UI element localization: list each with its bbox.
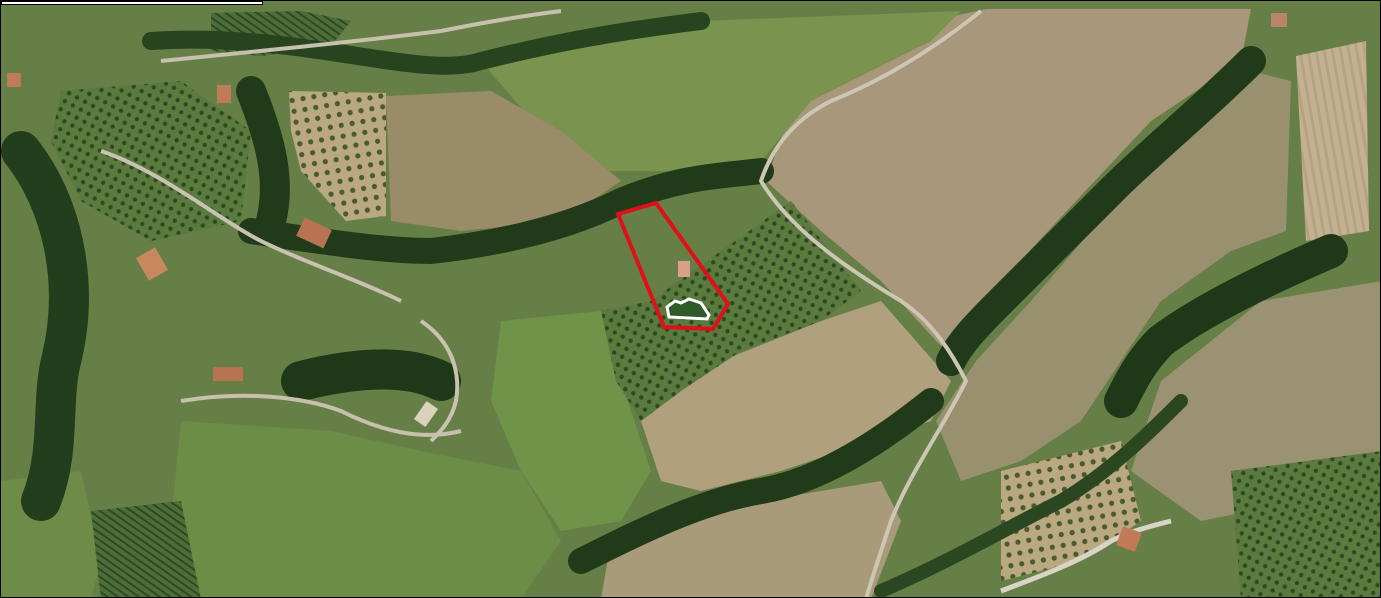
roof-farm <box>678 261 690 277</box>
tree-row-far-east <box>1104 234 1348 418</box>
woodland-southwest <box>281 349 461 401</box>
tree-row-south <box>568 388 944 574</box>
tree-row-north <box>142 12 710 75</box>
dry-field-east <box>936 71 1291 481</box>
woodland-west <box>1 131 89 521</box>
vineyard-southwest <box>91 501 201 597</box>
tree-row-southeast <box>874 394 1188 597</box>
tree-row-center <box>238 158 774 265</box>
roof-west-1 <box>135 247 169 281</box>
roof-center-south <box>413 400 439 428</box>
roof-far-east <box>1271 13 1287 27</box>
dry-field-center <box>641 301 951 491</box>
building-outline-icon[interactable] <box>665 297 711 321</box>
road-southeast <box>1000 518 1172 594</box>
tree-row-east <box>936 46 1266 376</box>
olive-grove-southeast <box>1231 451 1380 597</box>
meadow-dry-north-center <box>386 91 621 231</box>
road-southwest <box>180 393 462 437</box>
woodland-northwest <box>236 76 290 236</box>
meadow-south-center <box>491 311 651 531</box>
meadow-southwest <box>171 421 561 597</box>
road-north <box>160 9 562 63</box>
track-driveway <box>419 319 460 443</box>
track-east <box>758 9 983 597</box>
orchard-north-dry <box>289 91 386 221</box>
striped-field-far-east <box>1296 41 1369 241</box>
roof-northwest <box>217 85 231 103</box>
orchard-center <box>601 201 861 421</box>
roof-southeast <box>1116 526 1142 552</box>
roof-west-2 <box>296 217 332 249</box>
dry-field-south <box>601 481 901 597</box>
olive-grove-west <box>51 81 251 241</box>
parcel-outline-icon[interactable] <box>615 200 731 332</box>
meadow-north <box>481 11 961 171</box>
scale-bar <box>1 1 263 5</box>
road-center-west <box>100 149 402 303</box>
roof-southwest <box>213 367 243 381</box>
dry-field-northeast <box>766 9 1251 346</box>
roof-far-west <box>7 73 21 87</box>
